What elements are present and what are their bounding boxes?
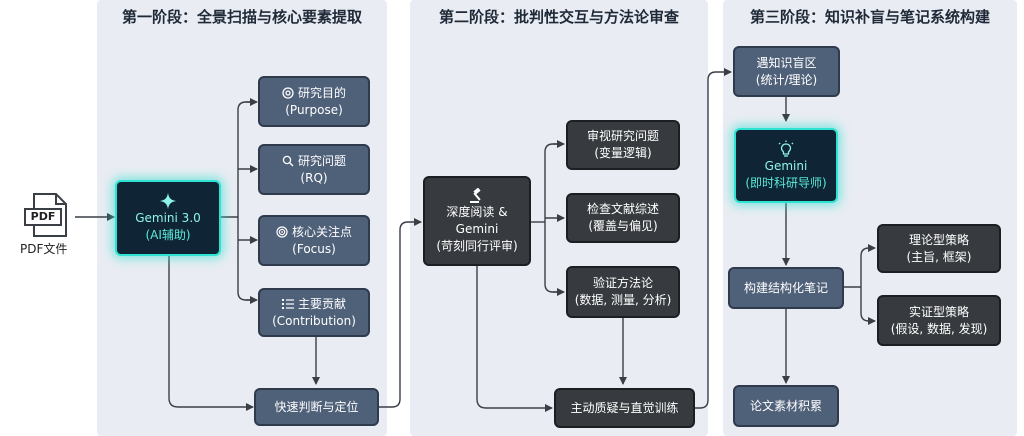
rq-sub: (RQ) xyxy=(300,170,328,185)
branch-bracket xyxy=(237,101,256,301)
examine-rq-title: 审视研究问题 xyxy=(586,129,659,143)
deep-read-box: 深度阅读 & Gemini (苛刻同行评审) xyxy=(423,176,531,266)
literature-box: 检查文献综述 (覆盖与偏见) xyxy=(566,193,680,243)
gemini-3-sub: (AI辅助) xyxy=(145,228,191,242)
quick-judge-label: 快速判断与定位 xyxy=(274,399,359,414)
gavel-icon xyxy=(470,187,481,203)
stage-3-title: 第三阶段：知识补盲与笔记系统构建 xyxy=(749,8,990,26)
literature-title: 检查文献综述 xyxy=(586,202,659,216)
deep-read-line2: Gemini xyxy=(455,221,499,236)
search-icon xyxy=(282,155,294,167)
active-questioning-label: 主动质疑与直觉训练 xyxy=(570,400,679,415)
deep-read-line3: (苛刻同行评审) xyxy=(436,238,518,253)
contribution-sub: (Contribution) xyxy=(272,313,356,328)
arrow-gemini-to-quick xyxy=(168,256,254,411)
theory-strategy-sub: (主旨, 框架) xyxy=(906,249,972,264)
blind-spot-title: 遇知识盲区 xyxy=(756,55,817,70)
tutor-box: Gemini (即时科研导师) xyxy=(734,128,838,203)
pdf-label: PDF文件 xyxy=(20,242,68,256)
purpose-sub: (Purpose) xyxy=(285,102,343,117)
material-label: 论文素材积累 xyxy=(749,398,822,413)
method-sub: (数据, 测量, 分析) xyxy=(574,293,672,307)
literature-sub: (覆盖与偏见) xyxy=(588,219,658,233)
arrow-quick-to-deep xyxy=(379,218,422,408)
material-box: 论文素材积累 xyxy=(733,385,839,427)
method-box: 验证方法论 (数据, 测量, 分析) xyxy=(566,266,680,318)
empirical-strategy-sub: (假设, 数据, 发现) xyxy=(890,321,988,336)
focus-title: 核心关注点 xyxy=(291,224,352,239)
empirical-strategy-title: 实证型策略 xyxy=(908,304,969,319)
structured-notes-box: 构建结构化笔记 xyxy=(728,267,844,309)
stage-1-title: 第一阶段：全景扫描与核心要素提取 xyxy=(121,8,362,26)
focus-sub: (Focus) xyxy=(292,241,336,256)
quick-judge-box: 快速判断与定位 xyxy=(254,388,379,426)
tutor-name: Gemini xyxy=(764,158,808,173)
theory-strategy-box: 理论型策略 (主旨, 框架) xyxy=(877,224,1001,273)
structured-notes-label: 构建结构化笔记 xyxy=(743,280,828,295)
arrow-deep-to-active xyxy=(476,266,553,412)
list-icon xyxy=(281,299,294,309)
arrow-active-to-blind xyxy=(695,68,732,409)
stage-2-title: 第二阶段：批判性交互与方法论审查 xyxy=(438,8,679,26)
contribution-title: 主要贡献 xyxy=(297,296,346,311)
empirical-strategy-box: 实证型策略 (假设, 数据, 发现) xyxy=(877,295,1001,346)
gemini-3-box: Gemini 3.0 (AI辅助) xyxy=(115,180,221,256)
pdf-file-icon: PDF xyxy=(24,193,72,241)
examine-rq-sub: (变量逻辑) xyxy=(594,146,652,160)
theory-strategy-title: 理论型策略 xyxy=(908,232,969,247)
gemini-3-name: Gemini 3.0 xyxy=(135,211,201,225)
purpose-box: 研究目的 (Purpose) xyxy=(258,76,370,127)
deep-read-line1: 深度阅读 & xyxy=(446,204,508,219)
purpose-title: 研究目的 xyxy=(297,85,346,100)
blind-spot-sub: (统计/理论) xyxy=(755,72,818,87)
examine-rq-box: 审视研究问题 (变量逻辑) xyxy=(566,120,680,170)
pdf-badge: PDF xyxy=(30,210,56,223)
branch-bracket-3 xyxy=(860,247,874,322)
focus-icon xyxy=(276,226,288,238)
focus-box: 核心关注点 (Focus) xyxy=(258,215,370,266)
active-questioning-box: 主动质疑与直觉训练 xyxy=(554,388,695,428)
lightbulb-icon xyxy=(778,140,794,157)
method-title: 验证方法论 xyxy=(592,276,653,290)
sparkle-icon xyxy=(159,192,177,210)
rq-box: 研究问题 (RQ) xyxy=(258,144,370,195)
rq-title: 研究问题 xyxy=(297,153,346,168)
contribution-box: 主要贡献 (Contribution) xyxy=(258,288,370,337)
blind-spot-box: 遇知识盲区 (统计/理论) xyxy=(733,46,840,97)
target-icon xyxy=(282,87,294,99)
tutor-sub: (即时科研导师) xyxy=(745,175,827,190)
